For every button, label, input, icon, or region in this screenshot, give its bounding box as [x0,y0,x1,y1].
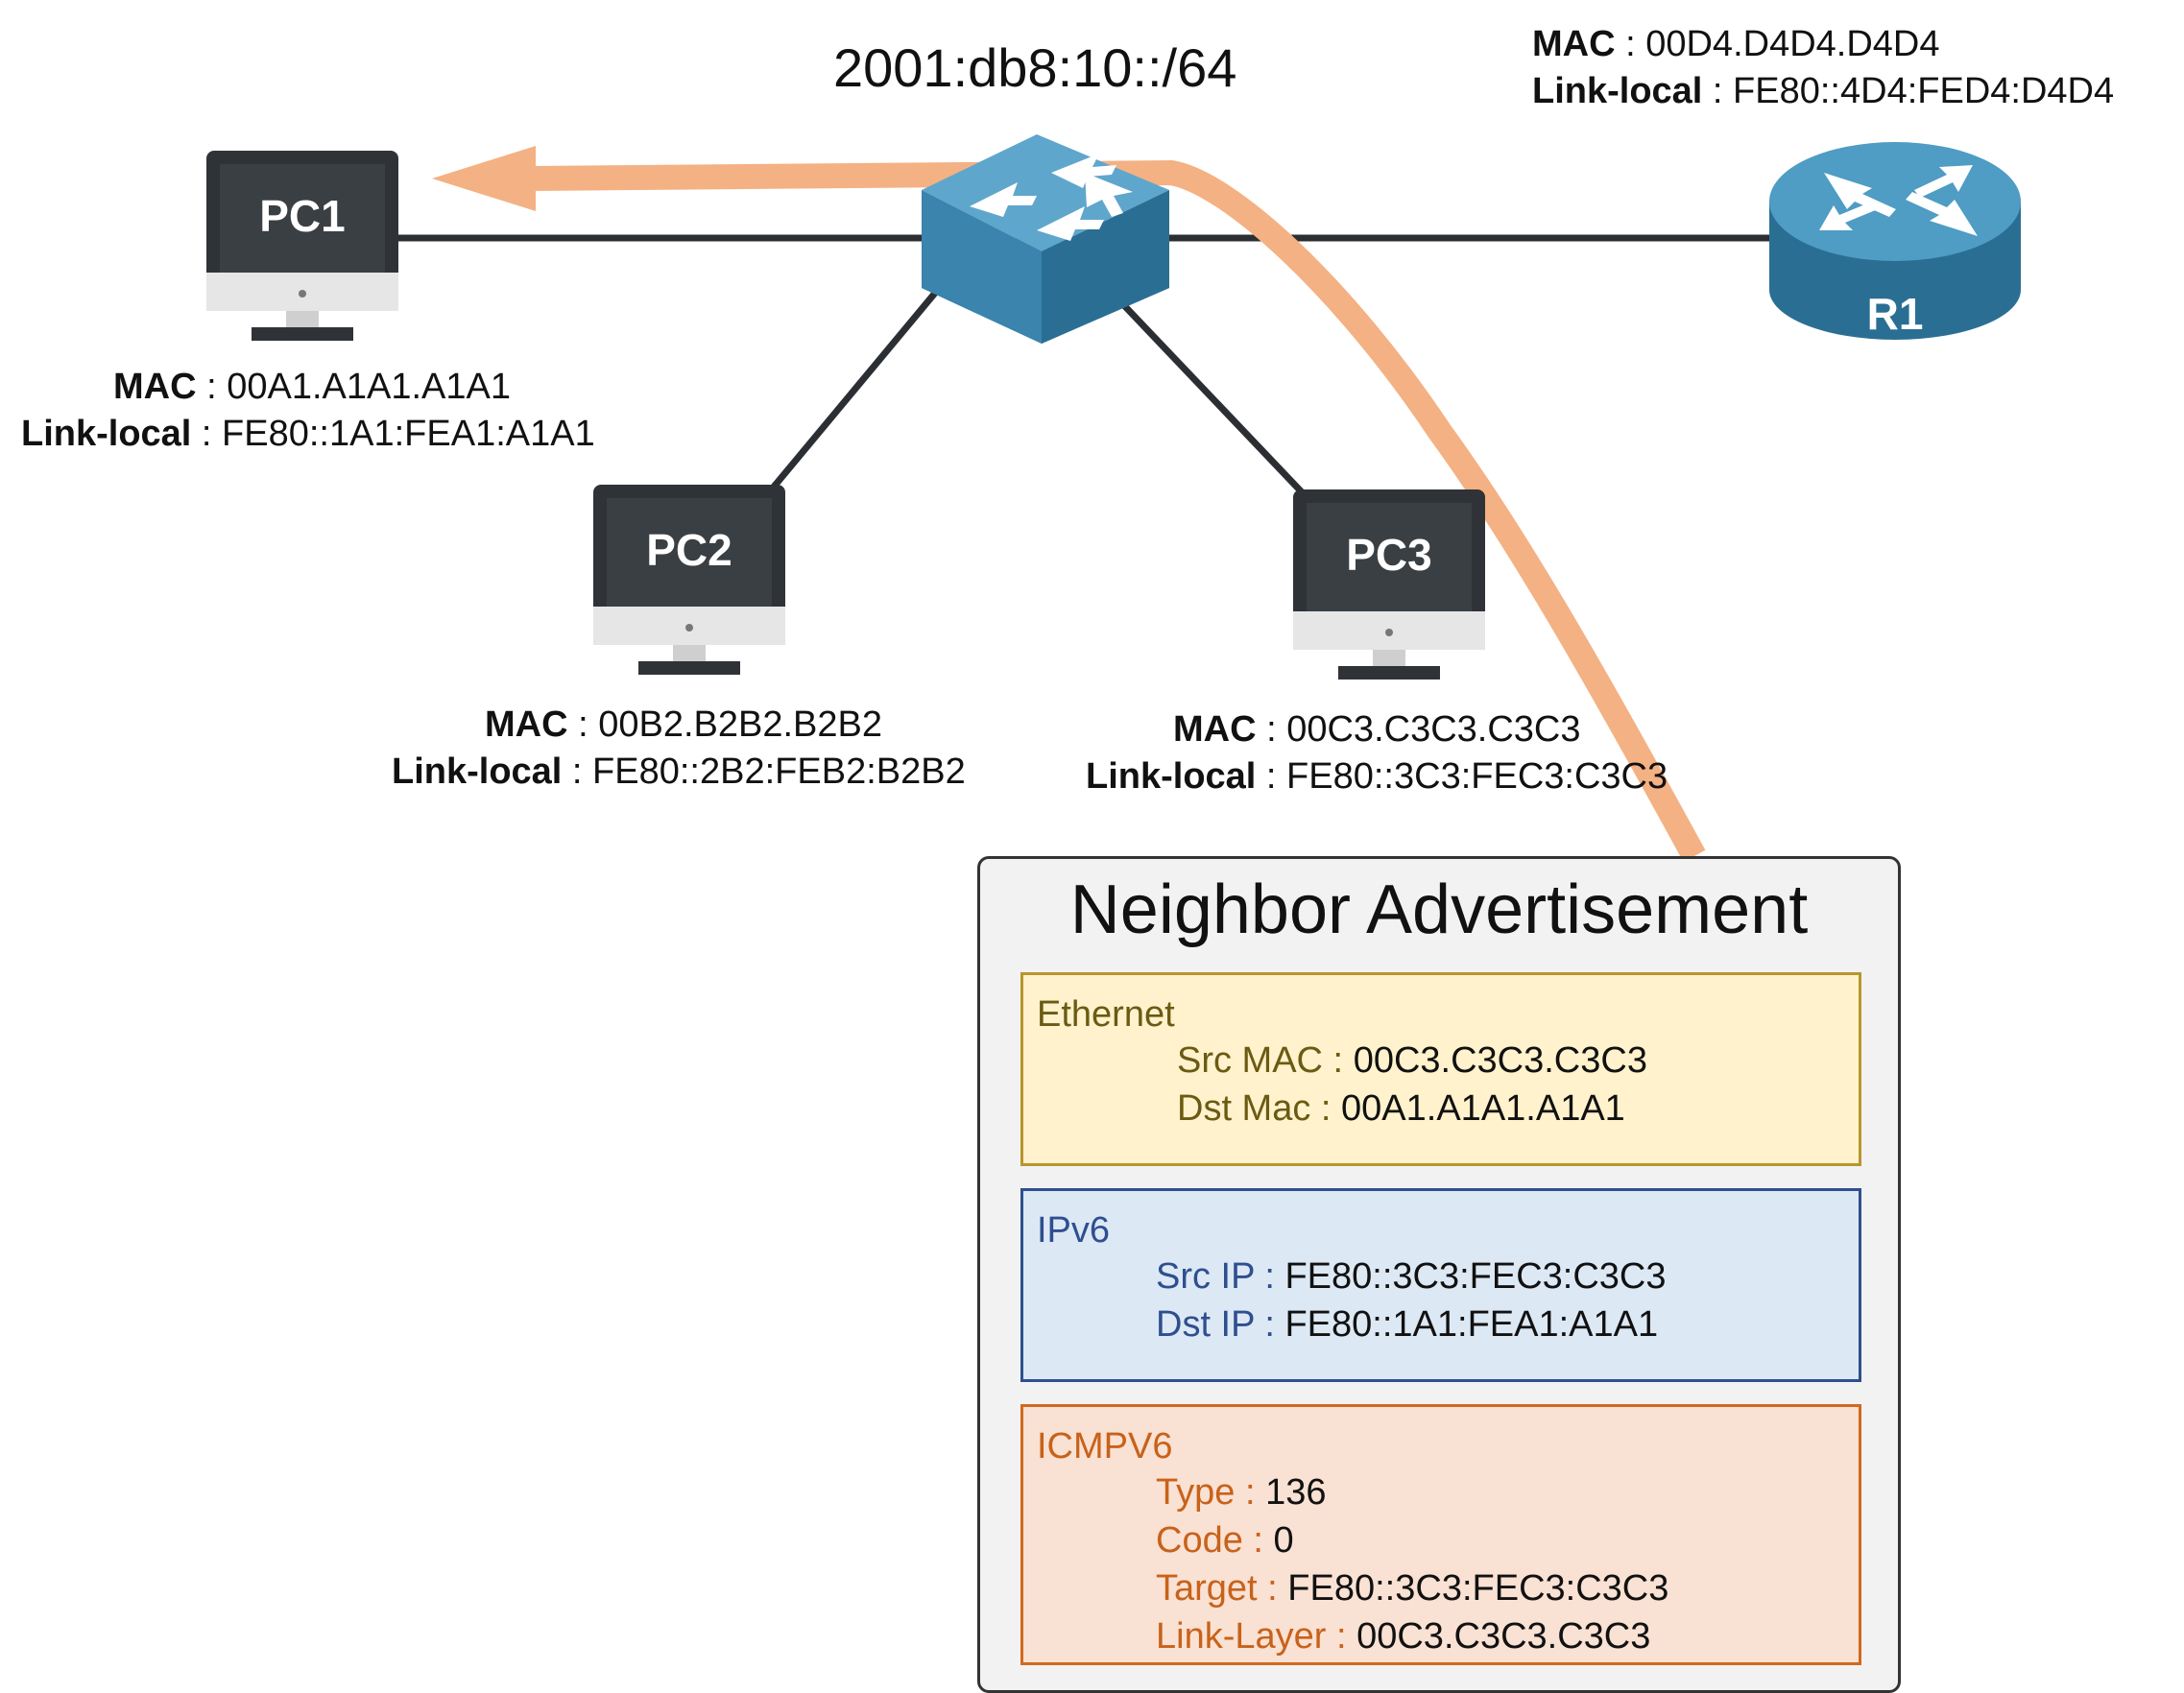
router-icon [1769,142,2021,340]
ipv6-src-row: Src IP : FE80::3C3:FEC3:C3C3 [1156,1256,1667,1297]
pc1-computer-icon [206,151,398,341]
ethernet-src-row: Src MAC : 00C3.C3C3.C3C3 [1177,1040,1647,1081]
link-switch-pc3 [1116,297,1308,499]
icmpv6-code-row: Code : 0 [1156,1520,1294,1561]
packet-title: Neighbor Advertisement [1069,871,1809,948]
ethernet-section: Ethernet Src MAC : 00C3.C3C3.C3C3 Dst Ma… [1020,972,1861,1166]
pc2-mac-label: MAC : 00B2.B2B2.B2B2 [485,704,882,745]
ipv6-dst-row: Dst IP : FE80::1A1:FEA1:A1A1 [1156,1304,1659,1345]
subnet-label: 2001:db8:10::/64 [833,37,1237,98]
r1-linklocal-label: Link-local : FE80::4D4:FED4:D4D4 [1532,71,2115,111]
pc3-computer-icon [1293,489,1485,680]
pc2-name: PC2 [646,525,732,575]
switch-icon [922,134,1169,344]
ipv6-header: IPv6 [1037,1210,1111,1251]
link-switch-pc2 [767,277,948,494]
pc1-mac-label: MAC : 00A1.A1A1.A1A1 [113,367,511,407]
ethernet-header: Ethernet [1037,994,1175,1035]
pc2-linklocal-label: Link-local : FE80::2B2:FEB2:B2B2 [392,751,966,792]
icmpv6-target-row: Target : FE80::3C3:FEC3:C3C3 [1156,1568,1669,1609]
flow-arrow [432,146,1706,863]
pc1-name: PC1 [259,191,346,241]
ethernet-dst-row: Dst Mac : 00A1.A1A1.A1A1 [1177,1088,1625,1129]
pc3-mac-label: MAC : 00C3.C3C3.C3C3 [1173,709,1581,750]
r1-mac-label: MAC : 00D4.D4D4.D4D4 [1532,24,1940,64]
pc1-linklocal-label: Link-local : FE80::1A1:FEA1:A1A1 [21,414,595,454]
icmpv6-type-row: Type : 136 [1156,1472,1327,1513]
r1-name: R1 [1866,289,1924,339]
ipv6-section: IPv6 Src IP : FE80::3C3:FEC3:C3C3 Dst IP… [1020,1188,1861,1382]
icmpv6-section: ICMPV6 Type : 136 Code : 0 Target : FE80… [1020,1404,1861,1665]
pc3-linklocal-label: Link-local : FE80::3C3:FEC3:C3C3 [1086,756,1668,797]
packet-box: Neighbor Advertisement Ethernet Src MAC … [977,856,1901,1693]
icmpv6-header: ICMPV6 [1037,1426,1173,1466]
icmpv6-linklayer-row: Link-Layer : 00C3.C3C3.C3C3 [1156,1616,1651,1657]
pc3-name: PC3 [1346,530,1432,580]
pc2-computer-icon [593,485,785,675]
